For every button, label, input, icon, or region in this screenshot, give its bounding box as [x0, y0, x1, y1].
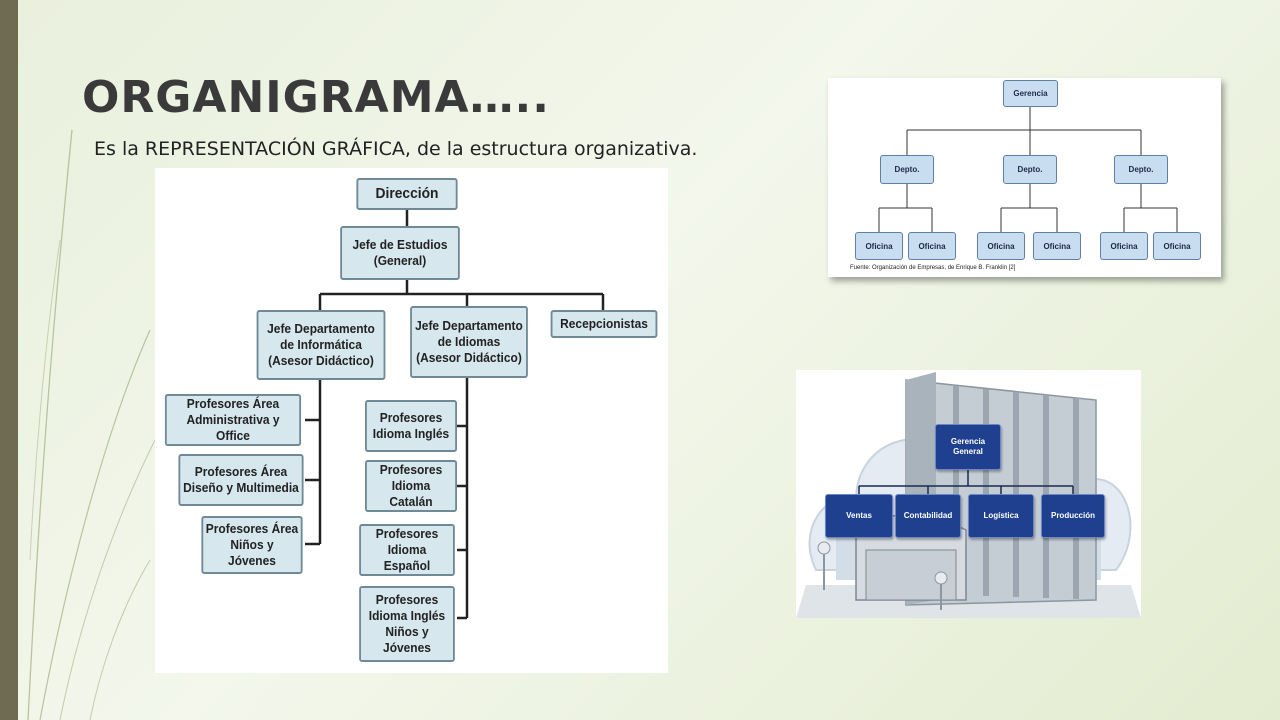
- generic-chart-connectors: [878, 107, 1178, 232]
- box-prof-catalan: Profesores Idioma Catalán: [365, 460, 457, 512]
- box-prof-ingles-ninos: Profesores Idioma Inglés Niños y Jóvenes: [359, 586, 455, 662]
- box-gerencia-general: Gerencia General: [935, 424, 1001, 470]
- box-produccion: Producción: [1041, 494, 1105, 538]
- box-depto-1: Depto.: [880, 155, 934, 184]
- box-oficina-2: Oficina: [908, 232, 956, 260]
- slide-title: ORGANIGRAMA…..: [82, 72, 550, 123]
- side-accent-bar: [0, 0, 18, 720]
- slide-subtitle: Es la REPRESENTACIÓN GRÁFICA, de la estr…: [94, 138, 698, 160]
- chart-source-caption: Fuente: Organización de Empresas, de Enr…: [850, 265, 1016, 271]
- box-direccion: Dirección: [356, 178, 458, 210]
- box-prof-ninos: Profesores Área Niños y Jóvenes: [201, 516, 303, 574]
- building-org-illustration: Gerencia General Ventas Contabilidad Log…: [796, 370, 1141, 618]
- box-contabilidad: Contabilidad: [895, 494, 961, 538]
- box-prof-ingles: Profesores Idioma Inglés: [365, 400, 457, 452]
- box-oficina-3: Oficina: [977, 232, 1025, 260]
- decorative-feather-lines: [27, 129, 156, 720]
- box-oficina-5: Oficina: [1100, 232, 1148, 260]
- box-jefe-informatica: Jefe Departamento de Informática (Asesor…: [256, 310, 386, 380]
- box-depto-2: Depto.: [1003, 155, 1057, 184]
- box-oficina-6: Oficina: [1153, 232, 1201, 260]
- box-logistica: Logística: [968, 494, 1034, 538]
- box-recepcionistas: Recepcionistas: [550, 310, 658, 338]
- box-oficina-1: Oficina: [855, 232, 903, 260]
- school-org-chart: Dirección Jefe de Estudios (General) Jef…: [155, 168, 668, 673]
- box-gerencia: Gerencia: [1003, 80, 1058, 107]
- box-depto-3: Depto.: [1114, 155, 1168, 184]
- box-prof-administrativa: Profesores Área Administrativa y Office: [164, 394, 302, 446]
- org-chart-connectors: [305, 210, 605, 620]
- box-prof-espanol: Profesores Idioma Español: [359, 524, 455, 576]
- box-jefe-estudios: Jefe de Estudios (General): [340, 226, 460, 280]
- box-ventas: Ventas: [825, 494, 893, 538]
- box-jefe-idiomas: Jefe Departamento de Idiomas (Asesor Did…: [410, 306, 528, 378]
- box-prof-diseno: Profesores Área Diseño y Multimedia: [178, 454, 304, 506]
- generic-org-chart: Gerencia Depto. Depto. Depto. Oficina Of…: [828, 78, 1221, 277]
- box-oficina-4: Oficina: [1033, 232, 1081, 260]
